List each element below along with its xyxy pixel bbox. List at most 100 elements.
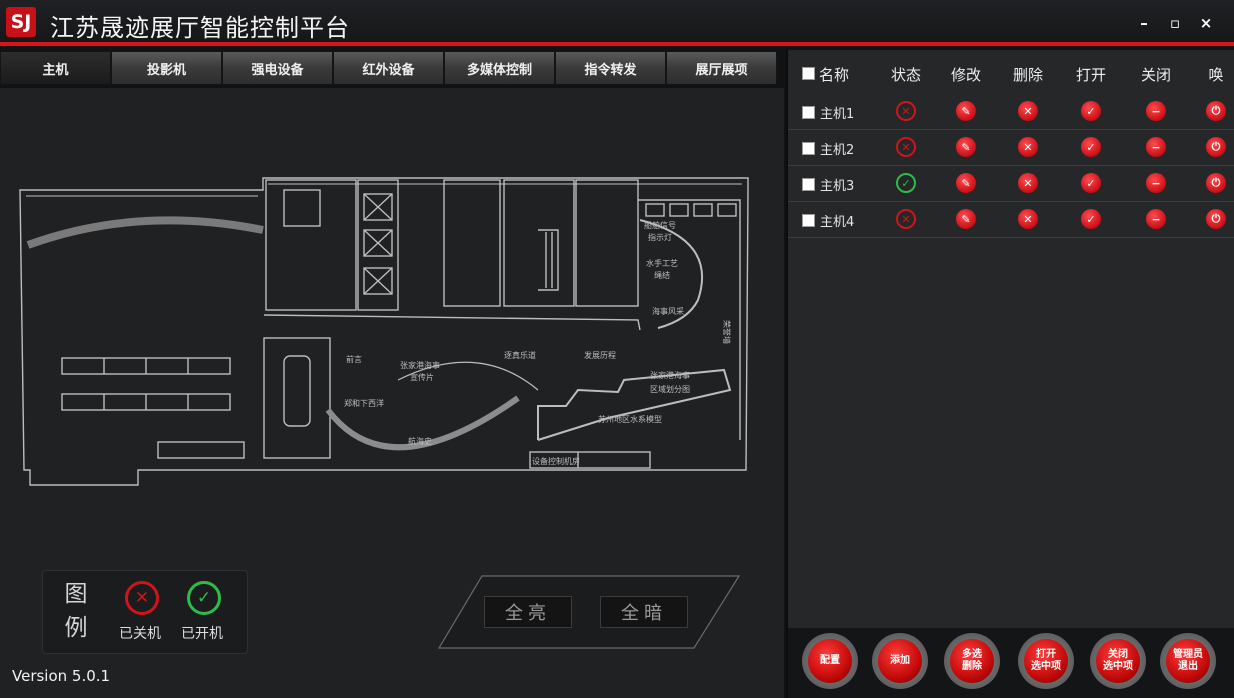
title-bar: SJ 江苏晟迹展厅智能控制平台 – ▫ × — [0, 0, 1234, 46]
light-control-panel — [438, 575, 740, 649]
select-all-checkbox[interactable] — [802, 67, 815, 80]
check-circle-icon: ✓ — [187, 581, 221, 615]
add-button[interactable]: 添加 — [872, 633, 928, 689]
col-open: 打开 — [1075, 66, 1107, 84]
all-on-button[interactable]: 全亮 — [484, 596, 572, 628]
delete-icon[interactable]: ✕ — [1018, 173, 1038, 193]
delete-icon[interactable]: ✕ — [1018, 137, 1038, 157]
power-icon[interactable]: ⏻ — [1206, 101, 1226, 121]
svg-text:航海史: 航海史 — [408, 436, 432, 446]
row-checkbox[interactable] — [802, 142, 815, 155]
tab-command-forward[interactable]: 指令转发 — [555, 51, 666, 85]
list-header: 名称 状态 修改 删除 打开 关闭 唤 — [788, 50, 1234, 96]
svg-text:船舶信号: 船舶信号 — [644, 220, 676, 230]
action-bar: 配置 添加 多选 删除 打开 选中项 关闭 选中项 管理员 退出 — [786, 628, 1234, 698]
status-on-icon: ✓ — [896, 173, 916, 193]
open-icon[interactable]: ✓ — [1081, 137, 1101, 157]
admin-logout-button[interactable]: 管理员 退出 — [1160, 633, 1216, 689]
app-title: 江苏晟迹展厅智能控制平台 — [50, 14, 350, 42]
close-icon[interactable]: − — [1146, 209, 1166, 229]
open-icon[interactable]: ✓ — [1081, 101, 1101, 121]
admin-logout-button-label: 管理员 退出 — [1166, 639, 1210, 683]
svg-text:水手工艺: 水手工艺 — [646, 258, 678, 268]
edit-icon[interactable]: ✎ — [956, 101, 976, 121]
power-icon[interactable]: ⏻ — [1206, 209, 1226, 229]
edit-icon[interactable]: ✎ — [956, 209, 976, 229]
edit-icon[interactable]: ✎ — [956, 137, 976, 157]
minimize-button[interactable]: – — [1140, 14, 1148, 32]
multi-delete-button[interactable]: 多选 删除 — [944, 633, 1000, 689]
close-icon[interactable]: − — [1146, 101, 1166, 121]
config-button-label: 配置 — [808, 639, 852, 683]
host-name: 主机1 — [820, 107, 855, 122]
delete-icon[interactable]: ✕ — [1018, 209, 1038, 229]
open-icon[interactable]: ✓ — [1081, 209, 1101, 229]
x-circle-icon: ✕ — [125, 581, 159, 615]
svg-text:逐真乐道: 逐真乐道 — [504, 350, 536, 360]
tab-multimedia-control[interactable]: 多媒体控制 — [444, 51, 555, 85]
svg-text:苏州地区水系模型: 苏州地区水系模型 — [598, 414, 662, 424]
svg-text:海事风采: 海事风采 — [652, 306, 684, 316]
table-row: 主机1 ✕ ✎ ✕ ✓ − ⏻ — [788, 94, 1234, 130]
app-logo: SJ — [6, 7, 36, 37]
status-off-icon: ✕ — [896, 209, 916, 229]
col-close: 关闭 — [1140, 66, 1172, 84]
tab-infrared-devices[interactable]: 红外设备 — [333, 51, 444, 85]
legend: 图 例 ✕ 已关机 ✓ 已开机 — [42, 570, 248, 654]
legend-title: 图 例 — [63, 577, 89, 645]
config-button[interactable]: 配置 — [802, 633, 858, 689]
edit-icon[interactable]: ✎ — [956, 173, 976, 193]
close-selected-button[interactable]: 关闭 选中项 — [1090, 633, 1146, 689]
host-name: 主机4 — [820, 215, 855, 230]
svg-text:张家港海事: 张家港海事 — [650, 370, 690, 380]
svg-text:绳结: 绳结 — [654, 270, 670, 280]
status-off-icon: ✕ — [896, 101, 916, 121]
status-off-icon: ✕ — [896, 137, 916, 157]
close-selected-button-label: 关闭 选中项 — [1096, 639, 1140, 683]
host-name: 主机2 — [820, 143, 855, 158]
close-icon[interactable]: − — [1146, 137, 1166, 157]
tab-power-devices[interactable]: 强电设备 — [222, 51, 333, 85]
row-checkbox[interactable] — [802, 214, 815, 227]
col-delete: 删除 — [1012, 66, 1044, 84]
legend-title-top: 图 — [64, 581, 88, 607]
host-name: 主机3 — [820, 179, 855, 194]
svg-text:指示灯: 指示灯 — [648, 232, 672, 242]
open-icon[interactable]: ✓ — [1081, 173, 1101, 193]
svg-text:宣传片: 宣传片 — [410, 372, 434, 382]
row-checkbox[interactable] — [802, 106, 815, 119]
legend-on-label: 已开机 — [181, 626, 223, 642]
close-icon[interactable]: − — [1146, 173, 1166, 193]
legend-off-label: 已关机 — [119, 626, 161, 642]
power-icon[interactable]: ⏻ — [1206, 137, 1226, 157]
close-window-button[interactable]: × — [1199, 14, 1213, 32]
svg-text:发展历程: 发展历程 — [584, 350, 616, 360]
table-row: 主机3 ✓ ✎ ✕ ✓ − ⏻ — [788, 166, 1234, 202]
restore-button[interactable]: ▫ — [1169, 14, 1181, 32]
tab-exhibits[interactable]: 展厅展项 — [666, 51, 777, 85]
svg-text:区域划分图: 区域划分图 — [650, 384, 690, 394]
col-edit: 修改 — [950, 66, 982, 84]
open-selected-button-label: 打开 选中项 — [1024, 639, 1068, 683]
add-button-label: 添加 — [878, 639, 922, 683]
host-list-panel: 名称 状态 修改 删除 打开 关闭 唤 主机1 ✕ ✎ ✕ ✓ − ⏻ 主机2 … — [786, 50, 1234, 628]
power-icon[interactable]: ⏻ — [1206, 173, 1226, 193]
svg-text:郑和下西洋: 郑和下西洋 — [344, 398, 384, 408]
svg-text:设备控制机房: 设备控制机房 — [532, 456, 580, 466]
version-label: Version 5.0.1 — [12, 667, 111, 685]
col-wake: 唤 — [1208, 66, 1224, 84]
svg-text:荣誉墙: 荣誉墙 — [722, 320, 732, 344]
col-name: 名称 — [818, 66, 850, 84]
row-checkbox[interactable] — [802, 178, 815, 191]
all-off-button[interactable]: 全暗 — [600, 596, 688, 628]
svg-text:前言: 前言 — [346, 354, 362, 364]
delete-icon[interactable]: ✕ — [1018, 101, 1038, 121]
tab-projector[interactable]: 投影机 — [111, 51, 222, 85]
open-selected-button[interactable]: 打开 选中项 — [1018, 633, 1074, 689]
col-status: 状态 — [890, 66, 922, 84]
tab-host[interactable]: 主机 — [0, 51, 111, 85]
table-row: 主机2 ✕ ✎ ✕ ✓ − ⏻ — [788, 130, 1234, 166]
title-accent-line — [0, 42, 1234, 46]
svg-text:张家港海事: 张家港海事 — [400, 360, 440, 370]
